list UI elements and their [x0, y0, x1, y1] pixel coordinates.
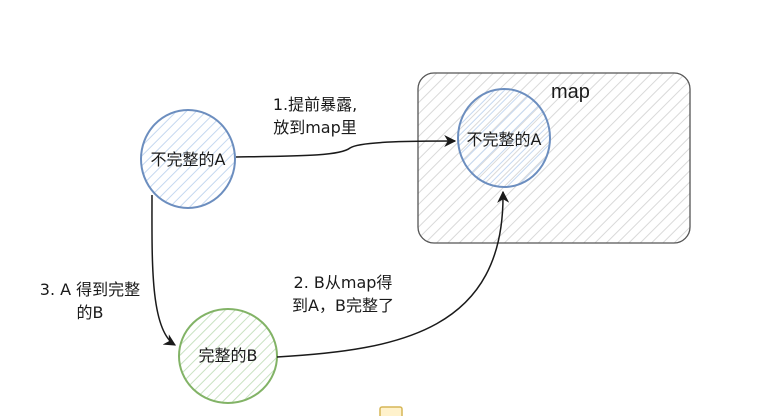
map-box-title: map	[551, 81, 590, 103]
node-b-complete	[178, 308, 278, 404]
edge-expose-arrow	[235, 135, 457, 158]
edge-b-gets-a-arrow	[276, 190, 510, 358]
node-a-in-map-label: 不完整的A	[466, 130, 542, 149]
node-b-complete-label: 完整的B	[198, 346, 258, 365]
edge-a-gets-b-arrow	[151, 194, 177, 346]
edge-b-gets-a-label-line1: 2. B从map得	[293, 273, 393, 292]
edge-expose-label-line2: 放到map里	[273, 118, 357, 137]
edge-a-gets-b-label-line2: 的B	[76, 303, 104, 322]
node-a-incomplete-label: 不完整的A	[150, 150, 226, 169]
edge-a-gets-b-label-line1: 3. A 得到完整	[39, 280, 141, 299]
node-a-in-map	[457, 88, 551, 188]
node-a-incomplete	[140, 109, 236, 209]
selection-marker	[379, 406, 403, 416]
edge-expose-label-line1: 1.提前暴露,	[272, 95, 358, 114]
edge-b-gets-a-label-line2: 到A，B完整了	[292, 296, 394, 315]
